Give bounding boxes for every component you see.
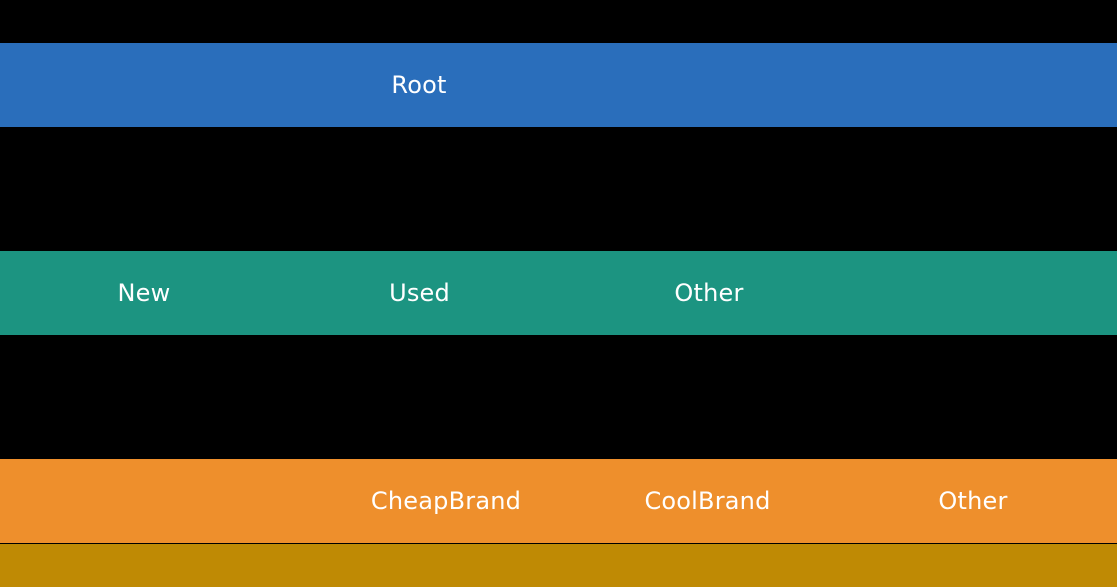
icicle-node-unlabeled[interactable] bbox=[0, 459, 345, 543]
icicle-node-label: Root bbox=[391, 71, 447, 99]
icicle-node-unlabeled[interactable] bbox=[808, 459, 872, 543]
icicle-node-label: New bbox=[117, 279, 171, 307]
icicle-node-unlabeled[interactable] bbox=[547, 459, 607, 543]
icicle-node-unlabeled[interactable] bbox=[0, 251, 44, 335]
icicle-node-new[interactable]: New bbox=[44, 251, 244, 335]
icicle-node-label: CheapBrand bbox=[370, 487, 522, 515]
leaf-level bbox=[0, 544, 1117, 587]
icicle-node-label: CoolBrand bbox=[644, 487, 771, 515]
icicle-node-other[interactable]: Other bbox=[608, 251, 810, 335]
icicle-node-label: Other bbox=[938, 487, 1008, 515]
icicle-node-unlabeled[interactable] bbox=[244, 251, 318, 335]
icicle-node-label: Other bbox=[674, 279, 744, 307]
icicle-node-root[interactable]: Root bbox=[318, 43, 520, 127]
icicle-node-unlabeled[interactable] bbox=[810, 251, 1117, 335]
root-level: Root bbox=[0, 43, 1117, 127]
icicle-node-unlabeled[interactable] bbox=[520, 43, 1117, 127]
icicle-node-used[interactable]: Used bbox=[318, 251, 521, 335]
icicle-node-unlabeled[interactable] bbox=[1074, 459, 1117, 543]
icicle-node-cheapbrand[interactable]: CheapBrand bbox=[345, 459, 547, 543]
icicle-node-unlabeled[interactable] bbox=[0, 43, 318, 127]
icicle-node-other[interactable]: Other bbox=[872, 459, 1074, 543]
icicle-node-coolbrand[interactable]: CoolBrand bbox=[607, 459, 808, 543]
icicle-node-unlabeled[interactable] bbox=[0, 544, 1117, 587]
brand-level: CheapBrand CoolBrand Other bbox=[0, 459, 1117, 543]
category-level: New Used Other bbox=[0, 251, 1117, 335]
icicle-node-unlabeled[interactable] bbox=[521, 251, 608, 335]
icicle-node-label: Used bbox=[389, 279, 450, 307]
